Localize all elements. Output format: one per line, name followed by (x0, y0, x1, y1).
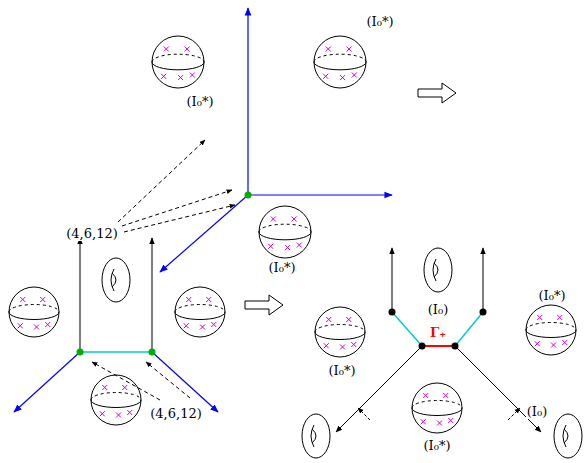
sphere-icon (9, 287, 59, 337)
black-ray (483, 248, 484, 312)
dashed-arrow (92, 362, 160, 400)
torus-icon (102, 258, 130, 302)
fiber-label: (I₀*) (268, 261, 297, 275)
dashed-arrow (118, 140, 205, 222)
torus-icon (302, 414, 330, 458)
blue-ray (248, 194, 392, 195)
sphere-icon (314, 36, 366, 88)
black-ray (392, 248, 393, 312)
black-ray (80, 238, 81, 352)
dashed-arrow (508, 408, 520, 420)
cyan-segment (455, 312, 483, 346)
fiber-label: (4,6,12) (149, 407, 203, 421)
sphere-icon (259, 206, 311, 258)
blue-ray (152, 352, 218, 412)
blue-ray (14, 352, 80, 412)
segment-label: Γ₊ (429, 326, 447, 340)
dashed-arrow (358, 408, 370, 420)
sphere-icon (526, 305, 576, 355)
vertex-dot (419, 343, 426, 350)
transition-arrow (245, 295, 283, 315)
dashed-arrow (124, 205, 235, 232)
fiber-label: (I₀*) (186, 95, 215, 109)
cyan-segment (80, 351, 152, 353)
vertex-dot (149, 349, 156, 356)
cyan-segment (392, 312, 422, 346)
sphere-icon (412, 383, 462, 433)
torus-icon (424, 248, 452, 292)
sphere-icon (91, 375, 141, 425)
blue-ray (160, 195, 248, 272)
sphere-icon (152, 36, 204, 88)
fiber-label: (I₀*) (366, 15, 395, 29)
dashed-arrow (146, 362, 190, 398)
vertex-dot (389, 309, 396, 316)
sphere-icon (315, 307, 365, 357)
blue-ray (247, 8, 248, 195)
torus-icon (554, 414, 582, 458)
dashed-arrow (122, 190, 232, 226)
fiber-label: (I₀*) (423, 439, 452, 453)
black-ray (152, 238, 153, 352)
fiber-label: (4,6,12) (65, 227, 119, 241)
fiber-label: (I₀) (427, 303, 450, 317)
sphere-icon (175, 287, 225, 337)
vertex-dot (77, 349, 84, 356)
gamma-segment (422, 345, 455, 347)
black-ray (336, 346, 422, 432)
vertex-dot (452, 343, 459, 350)
vertex-dot (245, 192, 252, 199)
fiber-label: (I₀*) (538, 289, 567, 303)
vertex-dot (480, 309, 487, 316)
transition-arrow (418, 83, 456, 103)
fiber-label: (I₀) (526, 405, 549, 419)
fiber-label: (I₀*) (328, 364, 357, 378)
